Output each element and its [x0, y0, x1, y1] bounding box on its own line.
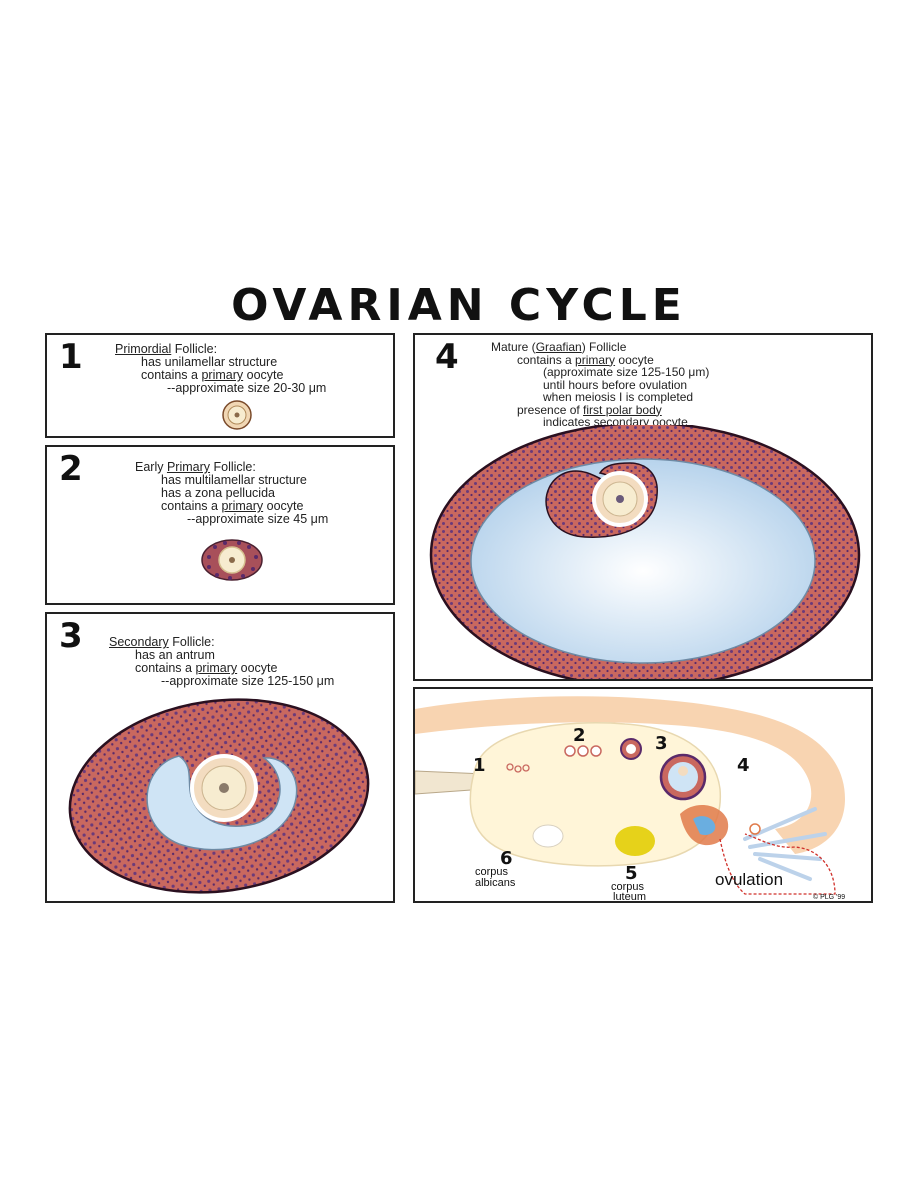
- mature-follicle-illustration: [429, 425, 861, 679]
- panel-number: 2: [59, 449, 83, 489]
- label-ovulation: ovulation: [715, 870, 783, 889]
- copyright-text: © PLG '99: [813, 893, 845, 901]
- label-1: 1: [473, 755, 486, 776]
- label-5: 5: [625, 863, 638, 884]
- panel-secondary-follicle: 3 Secondary Follicle: has an antrum cont…: [45, 612, 395, 903]
- panel-text: Secondary Follicle: has an antrum contai…: [109, 635, 335, 688]
- page-title: OVARIAN CYCLE: [231, 280, 687, 331]
- early-primary-follicle-illustration: [201, 539, 263, 581]
- primordial-follicle-illustration: [222, 400, 252, 430]
- label-3: 3: [655, 733, 668, 754]
- panel-early-primary-follicle: 2 Early Primary Follicle: has multilamel…: [45, 445, 395, 605]
- panel-text: Early Primary Follicle: has multilamella…: [135, 460, 329, 526]
- label-4: 4: [737, 755, 750, 776]
- label-6: 6: [500, 848, 513, 869]
- label-corpus-luteum-2: luteum: [613, 891, 646, 901]
- label-corpus-luteum-1: corpus: [611, 881, 645, 893]
- panel-mature-graafian-follicle: 4 Mature (Graafian) Follicle contains a …: [413, 333, 873, 681]
- label-corpus-albicans-2: albicans: [475, 877, 516, 889]
- label-2: 2: [573, 725, 586, 746]
- secondary-follicle-illustration: [68, 698, 370, 894]
- panel-primordial-follicle: 1 Primordial Follicle: has unilamellar s…: [45, 333, 395, 438]
- panel-number: 3: [59, 616, 83, 656]
- panel-text: Primordial Follicle: has unilamellar str…: [115, 342, 327, 395]
- label-corpus-albicans-1: corpus: [475, 866, 509, 878]
- panel-ovary-overview: 1 2 3 4 5 6 corpus albicans corpus luteu…: [413, 687, 873, 903]
- panel-number: 4: [435, 337, 459, 377]
- panel-number: 1: [59, 337, 83, 377]
- ovary-overview-illustration: 1 2 3 4 5 6 corpus albicans corpus luteu…: [415, 696, 845, 901]
- panel-text: Mature (Graafian) Follicle contains a pr…: [491, 340, 710, 429]
